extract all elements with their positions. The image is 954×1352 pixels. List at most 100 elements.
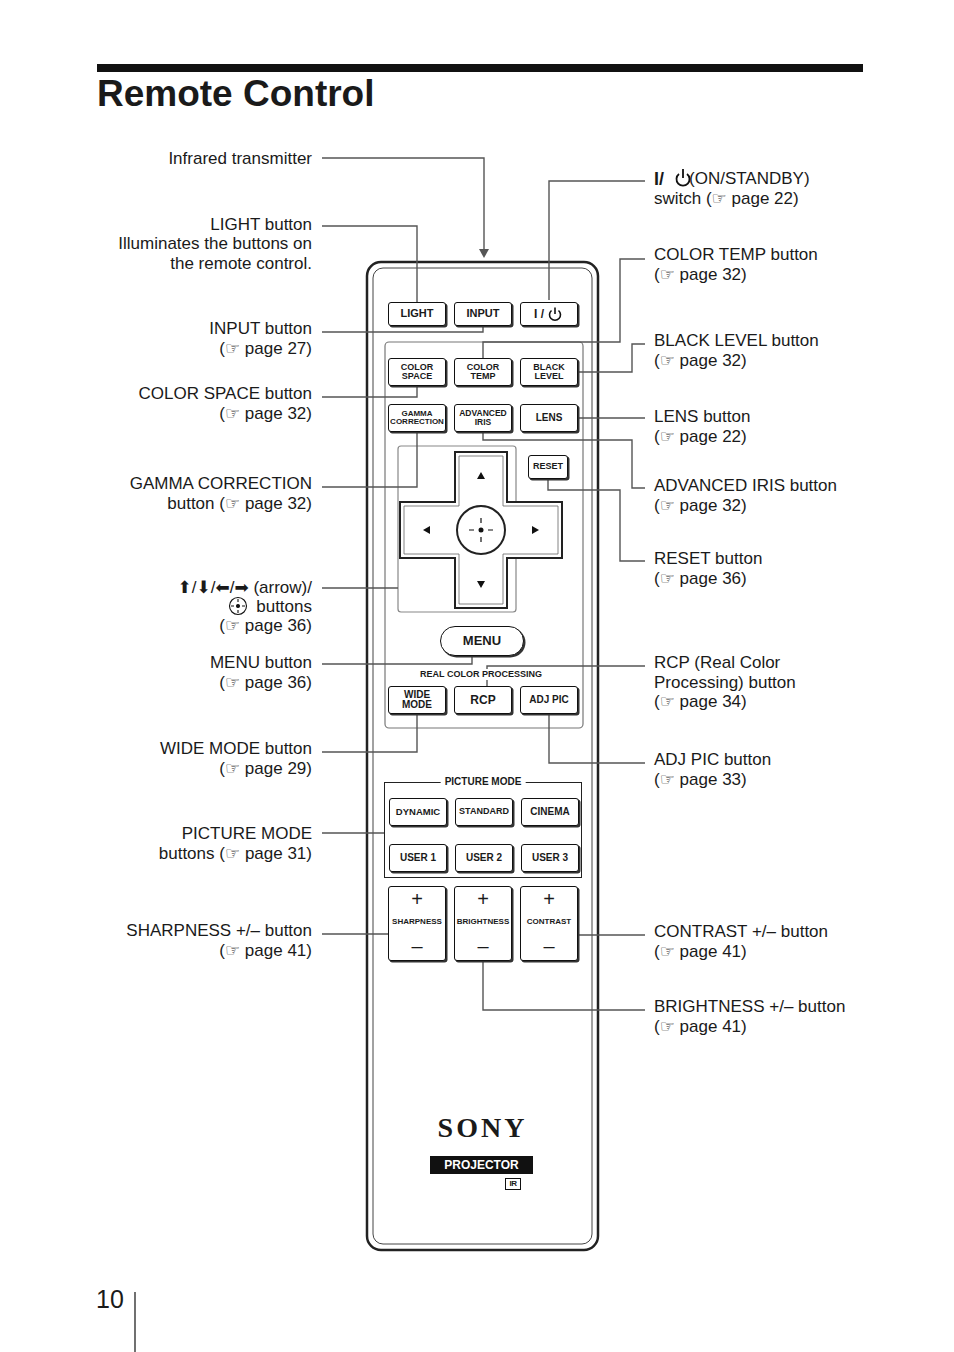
button-label: DYNAMIC [396, 807, 440, 817]
button-label: MENU [463, 634, 501, 648]
remote-button: RCP [454, 686, 512, 714]
callout-label: I/ [654, 168, 684, 190]
callout-label: ADJ PIC button (☞ page 33) [654, 750, 778, 789]
power-bar [554, 308, 556, 315]
leader-arrowhead [479, 249, 489, 258]
page-title: Remote Control [97, 72, 375, 116]
callout-label: MENU button (☞ page 36) [200, 653, 312, 692]
callout-label: Illuminates the buttons on the remote co… [112, 234, 312, 273]
leader-line [483, 962, 645, 1010]
button-label: WIDE MODE [391, 690, 443, 711]
remote-body: SONY LIGHT INPUT I / COLOR SPACE COLOR TEMP BL… [367, 262, 598, 1250]
leader-line [483, 433, 645, 488]
leader-line [548, 480, 645, 561]
callout-label: LIGHT button [182, 215, 312, 235]
leader-line [322, 715, 417, 752]
callout-label: ⬆/⬇/⬅/➡ (arrow)/ [122, 578, 312, 598]
button-label: I / [534, 308, 544, 321]
button-panel [385, 342, 583, 728]
button-label: – [477, 936, 488, 956]
button-label: LIGHT [401, 308, 434, 320]
callout-label: ADVANCED IRIS button (☞ page 32) [654, 476, 850, 515]
callout-label: BLACK LEVEL button (☞ page 32) [654, 331, 832, 370]
button-label: + [543, 889, 555, 909]
callout-label: LENS button (☞ page 22) [654, 407, 766, 446]
leader-line [549, 715, 645, 763]
callout-label: COLOR SPACE button (☞ page 32) [124, 384, 312, 423]
button-label: LENS [536, 413, 563, 424]
button-label: – [543, 936, 554, 956]
leader-line [322, 387, 417, 397]
brand-name: SONY [367, 1112, 598, 1144]
leader-line [579, 934, 645, 935]
remote-button: GAMMA CORRECTION [388, 404, 446, 432]
group-heading: PICTURE MODE [441, 776, 526, 788]
button-label: COLOR TEMP [457, 363, 509, 382]
arrow-heads [423, 472, 539, 588]
button-label: + [411, 889, 423, 909]
callout-label: RESET button (☞ page 36) [654, 549, 769, 588]
button-label: SHARPNESS [392, 918, 442, 926]
button-label: USER 2 [466, 853, 502, 864]
leader-line [579, 344, 645, 372]
group-label: REAL COLOR PROCESSING [411, 669, 551, 680]
badge-text: PROJECTOR [444, 1158, 518, 1172]
remote-button: + SHARPNESS – [388, 886, 446, 961]
leader-line [322, 587, 398, 588]
remote-button: WIDE MODE [388, 686, 446, 714]
page-number: 10 [96, 1284, 136, 1314]
title-bar [97, 64, 863, 72]
button-label: – [411, 936, 422, 956]
button-label: USER 3 [532, 853, 568, 864]
enter-icon-ticks [231, 599, 245, 613]
callout-label: INPUT button (☞ page 27) [200, 319, 312, 358]
callout-label: GAMMA CORRECTION button (☞ page 32) [118, 474, 312, 513]
remote-button: I / [520, 302, 578, 326]
power-bar [682, 169, 684, 178]
callout-label: (☞ page 36) [200, 616, 312, 636]
callout-label: CONTRAST +/– button (☞ page 41) [654, 922, 840, 961]
remote-button: DYNAMIC [389, 798, 447, 826]
remote-button: USER 2 [455, 844, 513, 872]
remote-button: +CONTRAST– [520, 886, 578, 961]
button-label: RCP [470, 694, 495, 707]
button-label: CINEMA [530, 807, 569, 818]
callout-label: buttons [232, 597, 312, 617]
remote-button: ADJ PIC [520, 686, 578, 714]
callout-label: RCP (Real Color Processing) button (☞ pa… [654, 653, 804, 712]
button-label: INPUT [467, 308, 500, 320]
ir-mark: IR [505, 1178, 521, 1190]
power-icon [547, 306, 563, 322]
button-label: ADJ PIC [529, 695, 568, 706]
enter-dot [479, 528, 484, 533]
button-label: RESET [533, 462, 563, 471]
button-label: COLOR SPACE [391, 363, 443, 382]
leader-line [322, 657, 472, 664]
leader-line [322, 933, 388, 934]
remote-housing-inner [373, 268, 592, 1244]
remote-button: RESET [528, 455, 568, 479]
page-rule [134, 1292, 135, 1352]
remote-button: STANDARD [455, 798, 513, 826]
leader-line [549, 181, 645, 300]
callout-label: COLOR TEMP button (☞ page 32) [654, 245, 832, 284]
button-label: GAMMA CORRECTION [390, 410, 444, 427]
remote-button: LENS [520, 404, 578, 432]
remote-button: + BRIGHTNESS – [454, 886, 512, 961]
button-label: ADVANCED IRIS [457, 409, 509, 427]
button-label: BLACK LEVEL [523, 363, 575, 382]
remote-button: USER 1 [389, 844, 447, 872]
button-label: BRIGHTNESS [457, 918, 509, 926]
callout-label: Infrared transmitter [142, 149, 312, 169]
remote-button: COLOR TEMP [454, 358, 512, 386]
callout-label: WIDE MODE button (☞ page 29) [150, 739, 312, 778]
leader-line [322, 226, 417, 302]
button-label: + [477, 889, 489, 909]
product-badge: PROJECTOR [430, 1156, 533, 1174]
button-group: PICTURE MODEDYNAMICSTANDARDCINEMAUSER 1U… [384, 782, 582, 878]
leader-line [322, 327, 483, 332]
leader-line [322, 158, 484, 250]
remote-button: BLACK LEVEL [520, 358, 578, 386]
leader-line [322, 832, 384, 833]
remote-button: ADVANCED IRIS [454, 404, 512, 432]
